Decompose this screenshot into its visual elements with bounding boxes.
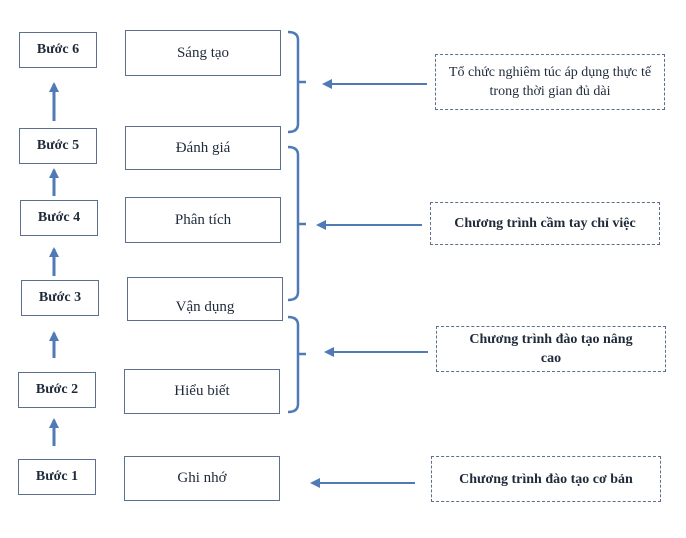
stage-van-dung: Vận dụng <box>127 277 283 321</box>
step-2-box: Bước 2 <box>18 372 96 408</box>
bracket-step3-5 <box>287 145 306 302</box>
step-4-label: Bước 4 <box>37 210 81 225</box>
stage-label: Phân tích <box>174 211 232 228</box>
step-5-box: Bước 5 <box>19 128 97 164</box>
stage-sang-tao: Sáng tạo <box>125 30 281 76</box>
stage-hieu-biet: Hiểu biết <box>124 369 280 414</box>
stage-label: Vận dụng <box>175 298 235 315</box>
step-5-label: Bước 5 <box>36 138 80 153</box>
stage-ghi-nho: Ghi nhớ <box>124 456 280 501</box>
stage-label: Hiểu biết <box>174 383 230 399</box>
stage-label: Ghi nhớ <box>177 470 227 486</box>
step-6-box: Bước 6 <box>19 32 97 68</box>
stage-phan-tich: Phân tích <box>125 197 281 243</box>
note-text: Chương trình đào tạo cơ bản <box>459 471 633 487</box>
bracket-step2-3 <box>287 315 306 414</box>
step-4-box: Bước 4 <box>20 200 98 236</box>
bracket-step5-6 <box>287 30 306 134</box>
note-basic-program: Chương trình đào tạo cơ bản <box>431 456 661 502</box>
note-hands-on-program: Chương trình cầm tay chỉ việc <box>430 202 660 245</box>
note-advanced-program: Chương trình đào tạo nâng cao <box>436 326 666 372</box>
note-text: Chương trình đào tạo nâng cao <box>469 332 633 366</box>
step-3-box: Bước 3 <box>21 280 99 316</box>
stage-danh-gia: Đánh giá <box>125 126 281 170</box>
step-3-label: Bước 3 <box>38 290 82 305</box>
step-1-label: Bước 1 <box>35 469 79 484</box>
stage-label: Sáng tạo <box>176 44 230 61</box>
stage-label: Đánh giá <box>175 139 231 156</box>
step-1-box: Bước 1 <box>18 459 96 495</box>
note-text: Chương trình cầm tay chỉ việc <box>454 216 636 231</box>
note-apply-practice: Tổ chức nghiêm túc áp dụng thực tế trong… <box>435 54 665 110</box>
step-2-label: Bước 2 <box>35 382 79 397</box>
note-text: Tổ chức nghiêm túc áp dụng thực tế trong… <box>448 65 652 99</box>
step-6-label: Bước 6 <box>36 42 80 57</box>
